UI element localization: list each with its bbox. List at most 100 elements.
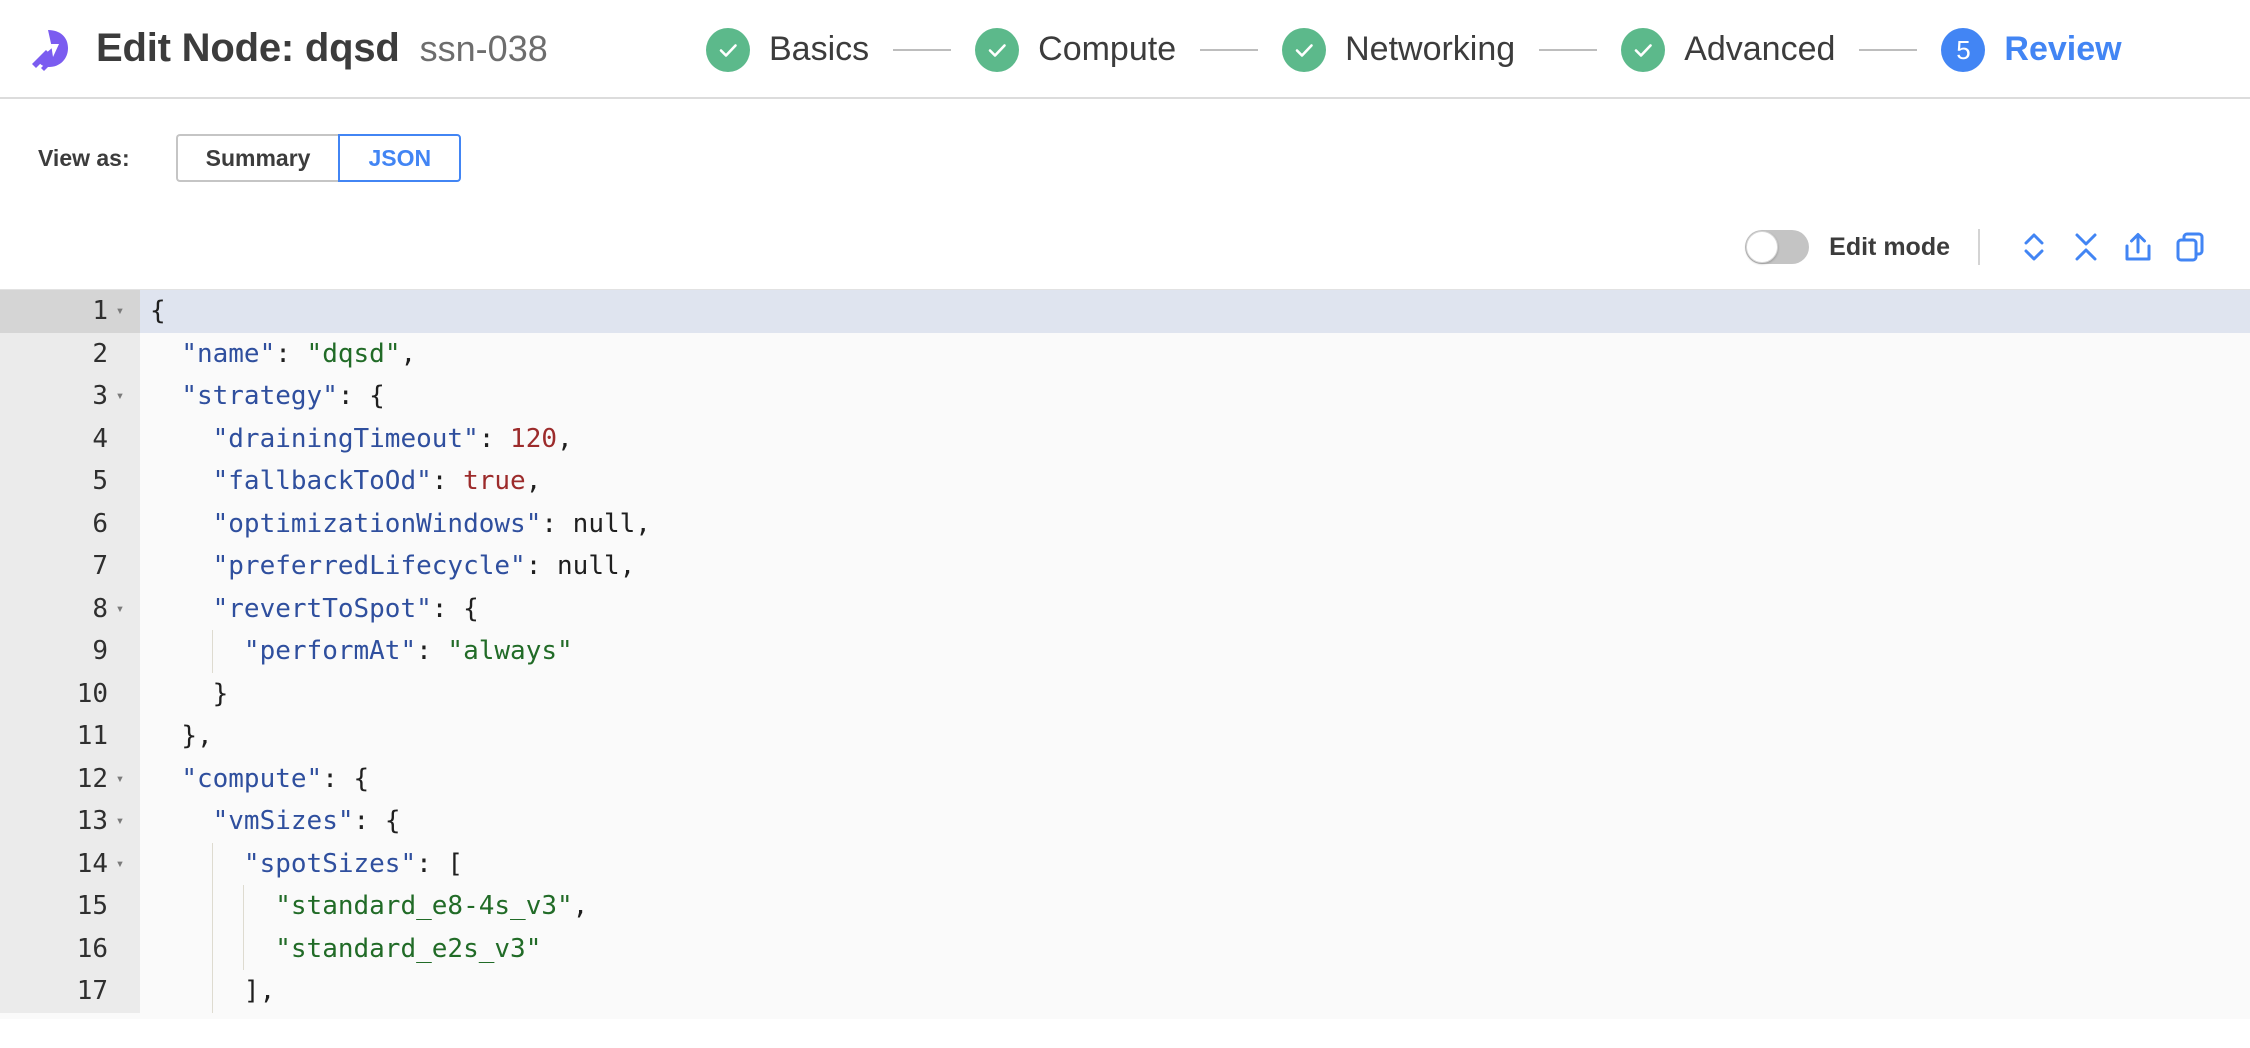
step-connector <box>1200 48 1259 51</box>
code-line[interactable]: 10 } <box>0 672 2250 715</box>
code-lines-container: 1▾{2 "name": "dqsd",3▾ "strategy": {4 "d… <box>0 290 2250 1013</box>
fold-arrow-icon[interactable]: ▾ <box>115 600 125 617</box>
export-icon[interactable] <box>2112 225 2164 269</box>
copy-icon[interactable] <box>2164 225 2216 269</box>
code-token: "optimizationWindows" <box>212 508 542 539</box>
code-line[interactable]: 12▾ "compute": { <box>0 757 2250 801</box>
indent-guide <box>212 630 213 673</box>
line-number: 14 <box>76 848 108 879</box>
code-token: ], <box>243 976 276 1006</box>
code-line[interactable]: 1▾{ <box>0 290 2250 333</box>
line-number: 2 <box>92 338 108 369</box>
code-token: : <box>525 551 558 581</box>
code-indent <box>150 976 244 1006</box>
step-advanced[interactable]: Advanced <box>1621 27 1836 72</box>
code-token: : [ <box>416 848 464 879</box>
code-token: , <box>619 551 636 581</box>
code-token: : { <box>322 763 370 794</box>
code-line-text: "optimizationWindows": null, <box>140 503 651 546</box>
code-line-text: "standard_e8-4s_v3", <box>140 885 588 928</box>
code-line[interactable]: 8▾ "revertToSpot": { <box>0 587 2250 631</box>
code-indent <box>150 424 213 454</box>
code-line[interactable]: 15 "standard_e8-4s_v3", <box>0 885 2250 928</box>
step-review-label: Review <box>2004 30 2122 68</box>
collapse-all-icon[interactable] <box>2060 225 2112 269</box>
step-compute[interactable]: Compute <box>975 27 1176 72</box>
check-icon <box>1295 43 1313 57</box>
line-number: 9 <box>92 636 108 666</box>
code-line[interactable]: 16 "standard_e2s_v3" <box>0 927 2250 970</box>
code-token: : <box>478 423 511 454</box>
step-advanced-label: Advanced <box>1684 30 1836 68</box>
code-line[interactable]: 4 "drainingTimeout": 120, <box>0 417 2250 460</box>
code-line[interactable]: 13▾ "vmSizes": { <box>0 800 2250 843</box>
edit-mode-toggle[interactable] <box>1745 230 1810 264</box>
fold-arrow-icon[interactable]: ▾ <box>115 813 125 830</box>
fold-arrow-icon[interactable]: ▾ <box>115 303 125 320</box>
view-as-summary-button[interactable]: Summary <box>175 134 339 182</box>
step-review[interactable]: 5 Review <box>1941 27 2122 72</box>
step-connector <box>1859 48 1918 51</box>
code-line[interactable]: 2 "name": "dqsd", <box>0 332 2250 375</box>
code-indent <box>150 764 181 794</box>
line-number: 7 <box>92 551 108 581</box>
line-number-gutter: 1▾ <box>0 290 140 333</box>
code-token: , <box>557 423 573 454</box>
code-line[interactable]: 9 "performAt": "always" <box>0 630 2250 673</box>
step-compute-marker <box>975 27 1020 72</box>
code-indent <box>150 849 244 879</box>
line-number: 5 <box>92 466 108 496</box>
code-indent <box>150 381 181 411</box>
code-line-text: "performAt": "always" <box>140 630 573 673</box>
code-indent <box>150 679 213 709</box>
code-line[interactable]: 7 "preferredLifecycle": null, <box>0 545 2250 588</box>
json-code-editor[interactable]: 1▾{2 "name": "dqsd",3▾ "strategy": {4 "d… <box>0 289 2250 1019</box>
code-line-text: "fallbackToOd": true, <box>140 460 542 503</box>
step-basics[interactable]: Basics <box>706 27 869 72</box>
fold-arrow-icon[interactable]: ▾ <box>115 388 125 405</box>
code-line-text: "revertToSpot": { <box>140 588 479 631</box>
fold-arrow-icon[interactable]: ▾ <box>115 855 125 872</box>
code-line[interactable]: 14▾ "spotSizes": [ <box>0 842 2250 885</box>
code-indent <box>150 551 213 581</box>
step-connector <box>893 48 952 51</box>
line-number-gutter: 12▾ <box>0 757 140 800</box>
indent-guide <box>212 842 213 885</box>
editor-toolbar: Edit mode <box>0 215 2250 279</box>
code-line[interactable]: 6 "optimizationWindows": null, <box>0 502 2250 546</box>
line-number-gutter: 5 <box>0 460 140 503</box>
code-line[interactable]: 3▾ "strategy": { <box>0 375 2250 418</box>
line-number-gutter: 2 <box>0 332 140 375</box>
code-line[interactable]: 5 "fallbackToOd": true, <box>0 460 2250 503</box>
code-token: , <box>525 466 542 496</box>
line-number-gutter: 4 <box>0 417 140 460</box>
code-token: "vmSizes" <box>212 806 354 836</box>
line-number: 15 <box>76 891 108 921</box>
view-as-row: View as: Summary JSON <box>0 99 2250 182</box>
expand-all-icon[interactable] <box>2008 225 2060 269</box>
page-title: Edit Node: dqsd <box>96 26 400 70</box>
step-basics-marker <box>706 27 750 72</box>
code-token: "name" <box>181 338 276 369</box>
node-id-label: ssn-038 <box>419 27 548 69</box>
code-token: null <box>572 508 636 539</box>
line-number-gutter: 7 <box>0 545 140 588</box>
code-indent <box>150 636 244 666</box>
code-line[interactable]: 17 ], <box>0 970 2250 1013</box>
line-number: 3 <box>92 381 108 411</box>
code-token: }, <box>181 721 213 751</box>
code-token: : { <box>353 806 401 836</box>
view-as-json-button[interactable]: JSON <box>338 134 462 182</box>
code-line-text: ], <box>140 970 275 1013</box>
code-token: , <box>635 508 651 539</box>
code-token: "standard_e2s_v3" <box>275 933 542 964</box>
line-number: 1 <box>92 296 108 326</box>
code-token: "drainingTimeout" <box>212 423 479 454</box>
code-token: , <box>400 338 417 369</box>
code-line[interactable]: 11 }, <box>0 715 2250 758</box>
line-number-gutter: 9 <box>0 630 140 673</box>
code-indent <box>150 806 213 836</box>
code-line-text: "compute": { <box>140 758 369 801</box>
fold-arrow-icon[interactable]: ▾ <box>115 770 125 787</box>
step-networking[interactable]: Networking <box>1282 27 1515 72</box>
